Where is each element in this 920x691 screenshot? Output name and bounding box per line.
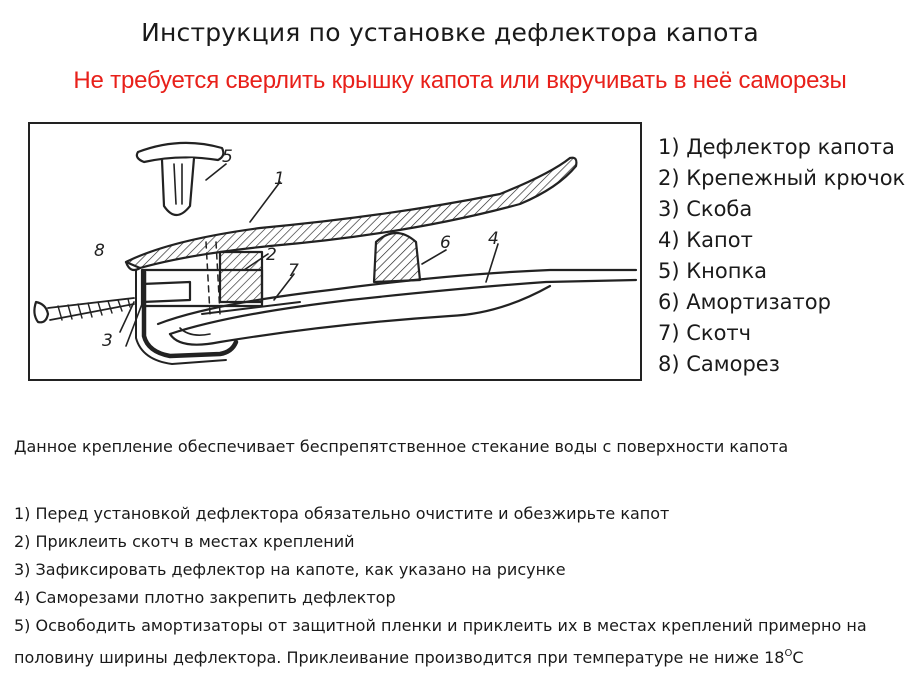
step-item-5: 5) Освободить амортизаторы от защитной п… <box>14 612 914 672</box>
temperature-unit: C <box>792 648 804 667</box>
diagram-label-3: 3 <box>102 331 113 351</box>
legend-item: 7) Скотч <box>658 321 752 345</box>
water-drain-note: Данное крепление обеспечивает беспрепятс… <box>14 437 789 456</box>
legend-item: 3) Скоба <box>658 197 753 221</box>
diagram-label-5: 5 <box>222 147 233 167</box>
installation-diagram: 5 1 2 8 3 6 4 7 <box>28 122 642 381</box>
hook-part <box>140 241 264 315</box>
diagram-label-6: 6 <box>440 233 451 253</box>
step-item: 1) Перед установкой дефлектора обязатель… <box>14 504 670 523</box>
button-part <box>135 141 225 217</box>
legend-item: 8) Саморез <box>658 352 780 376</box>
leader-lines <box>119 163 499 347</box>
absorber-part <box>372 231 422 284</box>
legend-item: 1) Дефлектор капота <box>658 135 895 159</box>
bracket-part <box>135 269 239 365</box>
step-item: 2) Приклеить скотч в местах креплений <box>14 532 355 551</box>
legend-item: 5) Кнопка <box>658 259 767 283</box>
step-5-text: 5) Освободить амортизаторы от защитной п… <box>14 616 867 667</box>
parts-legend: 1) Дефлектор капота 2) Крепежный крючок … <box>658 132 905 380</box>
page-title: Инструкция по установке дефлектора капот… <box>141 18 759 47</box>
deflector-part <box>124 156 578 272</box>
diagram-label-4: 4 <box>488 229 499 249</box>
legend-item: 2) Крепежный крючок <box>658 166 906 190</box>
page-subtitle: Не требуется сверлить крышку капота или … <box>73 67 847 94</box>
tape-part <box>201 301 301 315</box>
installation-steps: 1) Перед установкой дефлектора обязатель… <box>14 500 914 672</box>
screw-part <box>33 297 135 324</box>
diagram-drawing: 5 1 2 8 3 6 4 7 <box>33 141 638 365</box>
step-item: 4) Саморезами плотно закрепить дефлектор <box>14 588 396 607</box>
hood-part <box>156 268 638 346</box>
diagram-label-2: 2 <box>266 245 277 265</box>
legend-item: 6) Амортизатор <box>658 290 831 314</box>
degree-sign: O <box>784 648 793 659</box>
diagram-label-1: 1 <box>274 169 285 189</box>
diagram-label-8: 8 <box>94 241 105 261</box>
legend-item: 4) Капот <box>658 228 753 252</box>
diagram-label-7: 7 <box>288 261 299 281</box>
step-item: 3) Зафиксировать дефлектор на капоте, ка… <box>14 560 566 579</box>
